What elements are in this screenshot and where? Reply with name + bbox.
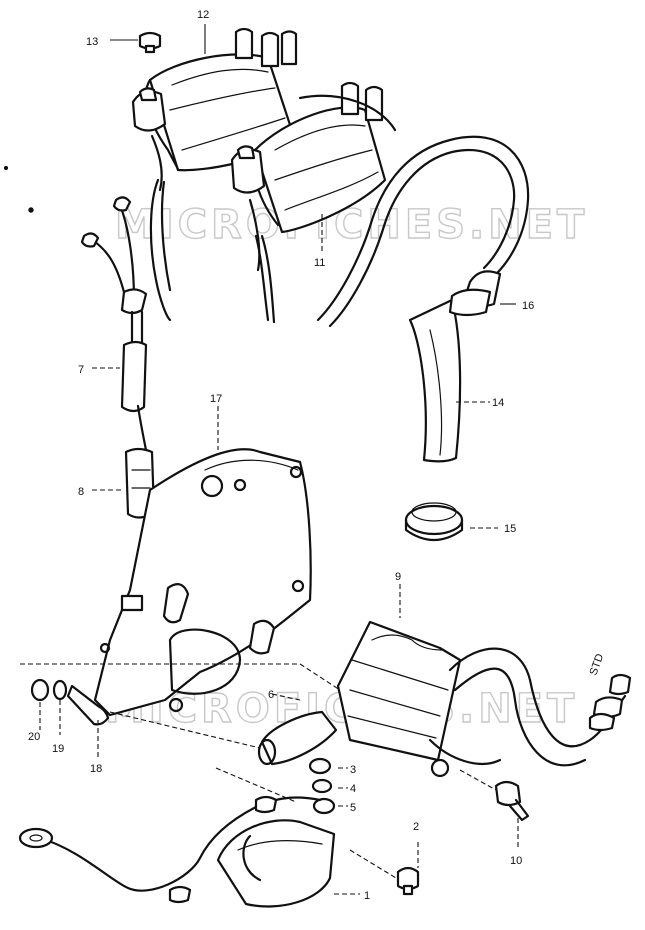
screw-13 [138, 31, 162, 54]
label-5: 5 [350, 802, 356, 814]
mounting-bracket-17 [93, 448, 312, 717]
label-2: 2 [413, 821, 419, 833]
watermark-top: MICROFICHES.NET [115, 202, 588, 248]
label-1: 1 [364, 890, 370, 902]
label-14: 14 [492, 397, 504, 409]
washers-3-4-5 [308, 757, 336, 815]
label-8: 8 [78, 486, 84, 498]
label-18: 18 [90, 763, 102, 775]
label-16: 16 [522, 300, 534, 312]
label-19: 19 [52, 743, 64, 755]
label-13: 13 [86, 36, 98, 48]
label-3: 3 [350, 764, 356, 776]
callout-labels: 1 2 3 4 5 6 7 8 9 10 11 12 13 14 15 16 1… [28, 9, 534, 902]
leader-lines [20, 24, 519, 895]
regulator-9 [336, 620, 632, 778]
label-6: 6 [268, 689, 274, 701]
stray-dot [28, 207, 34, 213]
ignition-coil-12 [131, 27, 298, 192]
std-stamp: STD [588, 652, 607, 677]
label-12: 12 [197, 9, 209, 21]
hardware-18-19-20 [30, 678, 110, 726]
wire-connector-7 [80, 196, 148, 413]
plug-cap-15 [404, 502, 464, 541]
label-11: 11 [314, 257, 325, 269]
label-17: 17 [210, 393, 222, 405]
stray-dot [3, 165, 9, 171]
label-4: 4 [350, 783, 356, 795]
ignitor-1 [18, 795, 336, 908]
label-7: 7 [78, 364, 84, 376]
label-15: 15 [504, 523, 516, 535]
screw-2 [396, 866, 420, 896]
sleeve-6 [257, 710, 338, 766]
label-10: 10 [510, 855, 522, 867]
screw-10 [494, 780, 530, 822]
label-20: 20 [28, 731, 40, 743]
plug-boot-16 [448, 288, 492, 317]
label-9: 9 [395, 571, 401, 583]
coil-wires [149, 94, 397, 324]
